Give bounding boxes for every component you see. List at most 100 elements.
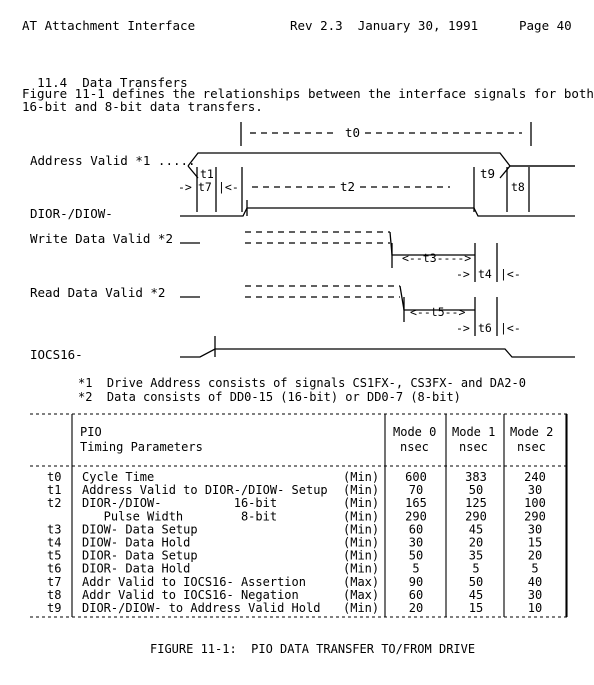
row-limit: (Min)	[343, 549, 379, 563]
note-1: *1 Drive Address consists of signals CS1…	[78, 376, 526, 390]
t1-label: t1	[200, 167, 214, 181]
t0-label: t0	[345, 125, 360, 140]
row-mode2-value: 20	[528, 549, 542, 563]
row-mode2-value: 240	[524, 470, 546, 484]
header-page-number: Page 40	[519, 18, 572, 33]
table-row: t3 DIOW- Data Setup (Min) 60 45 30	[47, 522, 542, 536]
table-header-mode0: Mode 0	[393, 425, 436, 439]
t8-label: t8	[511, 180, 525, 194]
address-valid-upper	[187, 152, 511, 167]
row-parameter: DIOR- Data Hold	[82, 562, 190, 576]
row-limit: (Min)	[343, 509, 379, 523]
row-id: t1	[47, 483, 61, 497]
row-mode1-value: 50	[469, 575, 483, 589]
table-header-mode0-unit: nsec	[400, 440, 429, 454]
row-limit: (Max)	[343, 588, 379, 602]
row-parameter: DIOR- Data Setup	[82, 549, 198, 563]
t5-label: <--t5-->	[410, 305, 465, 319]
row-limit: (Min)	[343, 496, 379, 510]
table-row: t8 Addr Valid to IOCS16- Negation (Max) 60 4…	[47, 588, 542, 602]
row-id: t2	[47, 496, 61, 510]
row-mode2-value: 15	[528, 536, 542, 550]
section-heading: 11.4 Data Transfers	[22, 64, 188, 89]
table-header-params: Timing Parameters	[80, 440, 203, 454]
row-mode2-value: 10	[528, 601, 542, 615]
t4-label: t4	[478, 267, 492, 281]
row-limit: (Min)	[343, 470, 379, 484]
row-parameter: Addr Valid to IOCS16- Assertion	[82, 575, 306, 589]
row-mode2-value: 5	[531, 562, 538, 576]
row-limit: (Min)	[343, 562, 379, 576]
signal-address-valid: Address Valid *1 .....	[30, 153, 196, 168]
table-header-pio: PIO	[80, 425, 102, 439]
row-id: t8	[47, 588, 61, 602]
row-limit: (Min)	[343, 483, 379, 497]
row-mode0-value: 165	[405, 496, 427, 510]
row-id: t7	[47, 575, 61, 589]
t7-arrow-out: |<-	[218, 180, 239, 194]
table-header-mode1: Mode 1	[452, 425, 495, 439]
row-parameter: DIOW- Data Hold	[82, 536, 190, 550]
header-revision: Rev 2.3 January 30, 1991	[290, 18, 479, 33]
dior-diow-waveform	[180, 207, 575, 217]
signal-dior-diow: DIOR-/DIOW-	[30, 206, 113, 221]
row-mode2-value: 30	[528, 522, 542, 536]
table-row: t6 DIOR- Data Hold (Min) 5 5 5	[47, 562, 539, 576]
intro-line-1: Figure 11-1 defines the relationships be…	[22, 86, 594, 101]
row-mode1-value: 15	[469, 601, 483, 615]
note-2: *2 Data consists of DD0-15 (16-bit) or D…	[78, 390, 461, 404]
t7-label: t7	[198, 180, 212, 194]
intro-line-2: 16-bit and 8-bit data transfers.	[22, 99, 263, 114]
row-limit: (Min)	[343, 522, 379, 536]
row-parameter: Addr Valid to IOCS16- Negation	[82, 588, 299, 602]
row-id: t5	[47, 549, 61, 563]
iocs16-waveform	[180, 348, 575, 358]
t6-arrow-in: ->	[456, 321, 470, 335]
table-header-mode1-unit: nsec	[459, 440, 488, 454]
row-mode0-value: 5	[412, 562, 419, 576]
row-parameter: DIOW- Data Setup	[82, 522, 198, 536]
header-title: AT Attachment Interface	[22, 18, 196, 33]
row-mode2-value: 40	[528, 575, 542, 589]
row-id: t3	[47, 522, 61, 536]
row-mode2-value: 290	[524, 509, 546, 523]
row-mode0-value: 60	[409, 588, 423, 602]
row-mode0-value: 90	[409, 575, 423, 589]
row-mode0-value: 600	[405, 470, 427, 484]
row-parameter: DIOR-/DIOW- to Address Valid Hold	[82, 601, 320, 615]
row-mode1-value: 5	[472, 562, 479, 576]
row-mode0-value: 30	[409, 536, 423, 550]
row-mode1-value: 45	[469, 522, 483, 536]
row-mode2-value: 100	[524, 496, 546, 510]
row-mode0-value: 60	[409, 522, 423, 536]
signal-write-data: Write Data Valid *2	[30, 231, 173, 246]
row-limit: (Min)	[343, 601, 379, 615]
row-mode1-value: 383	[465, 470, 487, 484]
row-mode2-value: 30	[528, 483, 542, 497]
address-valid-lower-start	[187, 165, 199, 179]
t4-arrow-out: |<-	[500, 267, 521, 281]
section-number: 11.4	[37, 74, 68, 90]
row-id: t4	[47, 536, 61, 550]
t6-label: t6	[478, 321, 492, 335]
timing-diagram: t0 Address Valid *1 ..... t1 t7 -> |<- t…	[30, 122, 575, 362]
row-limit: (Max)	[343, 575, 379, 589]
section-title: Data Transfers	[82, 74, 188, 90]
row-mode0-value: 290	[405, 509, 427, 523]
table-header-mode2-unit: nsec	[517, 440, 546, 454]
signal-read-data: Read Data Valid *2	[30, 285, 165, 300]
row-id: t6	[47, 562, 61, 576]
row-mode1-value: 45	[469, 588, 483, 602]
t7-arrow-in: ->	[178, 180, 192, 194]
t4-arrow-in: ->	[456, 267, 470, 281]
signal-iocs16: IOCS16-	[30, 347, 83, 362]
row-mode0-value: 70	[409, 483, 423, 497]
row-mode1-value: 125	[465, 496, 487, 510]
